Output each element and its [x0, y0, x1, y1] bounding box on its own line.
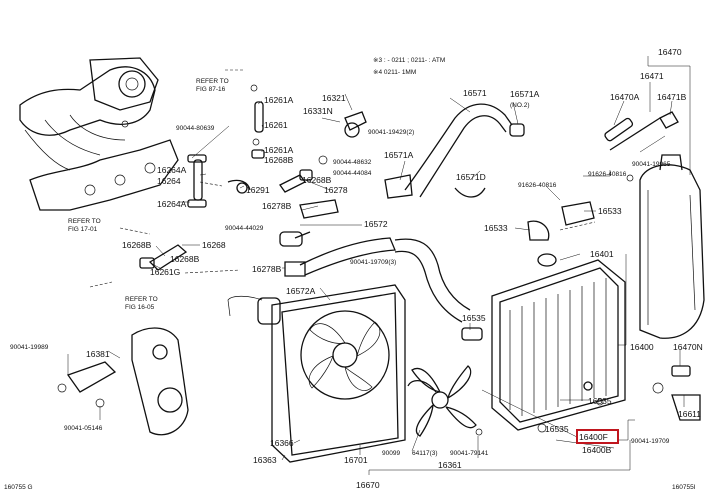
refer-note-3b: FIG 16-05 [125, 304, 155, 311]
service-part-labels: 90044-80639 90041-19429(2) 90044-48632 9… [10, 125, 671, 457]
fan-blade-drawing [407, 365, 477, 437]
part-labels: 16470 16471 16470A 16471B 16571 16571A (… [86, 47, 703, 490]
label-16268[interactable]: 16268 [202, 240, 226, 250]
label-16261A-2[interactable]: 16261A [264, 145, 294, 155]
label-16268B-4[interactable]: 16268B [170, 254, 200, 264]
upper-radiator-hose-drawing [384, 103, 525, 199]
radiator-drawing [491, 201, 626, 431]
label-90044-44084[interactable]: 90044-44084 [333, 170, 372, 177]
label-16533-1[interactable]: 16533 [598, 206, 622, 216]
label-16571[interactable]: 16571 [463, 88, 487, 98]
label-16361[interactable]: 16361 [438, 460, 462, 470]
label-90041-19709[interactable]: 90041-19709 [631, 438, 670, 445]
reference-dashes [89, 69, 596, 288]
leader-lines [67, 56, 691, 475]
label-16400B[interactable]: 16400B [582, 445, 612, 455]
note-no2: (NO.2) [510, 102, 530, 109]
refer-note-2a: REFER TO [68, 218, 101, 225]
label-91626-40816b[interactable]: 91626-40816 [588, 171, 627, 178]
label-16401[interactable]: 16401 [590, 249, 614, 259]
label-16261[interactable]: 16261 [264, 120, 288, 130]
fan-shroud-drawing [227, 284, 406, 463]
label-90041-19989[interactable]: 90041-19989 [10, 344, 49, 351]
engine-manifold-drawing [19, 57, 179, 211]
label-16533-2[interactable]: 16533 [484, 223, 508, 233]
label-16381[interactable]: 16381 [86, 349, 110, 359]
label-16264A-1[interactable]: 16264A [157, 165, 187, 175]
label-16264A-2[interactable]: 16264A [157, 199, 187, 209]
label-16535-3[interactable]: 16535 [545, 424, 569, 434]
label-16363[interactable]: 16363 [253, 455, 277, 465]
label-16321[interactable]: 16321 [322, 93, 346, 103]
label-16471[interactable]: 16471 [640, 71, 664, 81]
label-90044-80639[interactable]: 90044-80639 [176, 125, 215, 132]
label-16278[interactable]: 16278 [324, 185, 348, 195]
refer-note-2b: FIG 17-01 [68, 226, 98, 233]
label-16572A[interactable]: 16572A [286, 286, 316, 296]
label-16268B-2[interactable]: 16268B [302, 175, 332, 185]
label-90041-05146[interactable]: 90041-05146 [64, 425, 103, 432]
label-16261A-1[interactable]: 16261A [264, 95, 294, 105]
reservoir-tank-drawing [604, 111, 705, 421]
label-16571A-2[interactable]: 16571A [384, 150, 414, 160]
fasteners-drawing [250, 84, 664, 436]
label-90041-19709-3[interactable]: 90041-19709(3) [350, 259, 396, 266]
label-16470A[interactable]: 16470A [610, 92, 640, 102]
label-16470[interactable]: 16470 [658, 47, 682, 57]
highlight-box-16400F [576, 429, 619, 444]
label-90041-19965[interactable]: 90041-19965 [632, 161, 671, 168]
label-16535-1[interactable]: 16535 [462, 313, 486, 323]
label-16278B-2[interactable]: 16278B [252, 264, 282, 274]
label-16611[interactable]: 16611 [678, 409, 701, 419]
label-16261G[interactable]: 16261G [150, 267, 180, 277]
fan-bracket-drawing [57, 327, 189, 436]
label-16268B-3[interactable]: 16268B [122, 240, 152, 250]
label-16291[interactable]: 16291 [246, 185, 270, 195]
refer-note-1b: FIG 87-16 [196, 86, 226, 93]
label-16670[interactable]: 16670 [356, 480, 380, 490]
label-16571D[interactable]: 16571D [456, 172, 486, 182]
label-16400F[interactable]: 16400F [579, 432, 608, 442]
legend-line-2: ※4 0211- 1MM [373, 69, 416, 76]
label-16572[interactable]: 16572 [364, 219, 388, 229]
label-91626-40816[interactable]: 91626-40816 [518, 182, 557, 189]
label-16535-2[interactable]: 16535 [588, 396, 612, 406]
label-16331N[interactable]: 16331N [303, 106, 333, 116]
heater-hoses-drawing [139, 101, 396, 277]
figure-code-left: 160755 G [4, 484, 33, 491]
legend-line-1: ※3 : - 0211 ; 0211- : ATM [373, 57, 445, 64]
refer-note-1a: REFER TO [196, 78, 229, 85]
label-16268B-1[interactable]: 16268B [264, 155, 294, 165]
refer-note-3a: REFER TO [125, 296, 158, 303]
label-90099[interactable]: 90099 [382, 450, 400, 457]
label-16400[interactable]: 16400 [630, 342, 654, 352]
figure-code-right: 160755I [672, 484, 696, 491]
label-64117[interactable]: 64117(3) [412, 450, 438, 457]
label-90044-48632[interactable]: 90044-48632 [333, 159, 372, 166]
label-16471B[interactable]: 16471B [657, 92, 687, 102]
label-90041-79141[interactable]: 90041-79141 [450, 450, 489, 457]
reference-notes: REFER TO FIG 87-16 REFER TO FIG 17-01 RE… [4, 57, 696, 491]
lower-radiator-hose-drawing [394, 238, 483, 341]
label-16470N[interactable]: 16470N [673, 342, 703, 352]
label-16264[interactable]: 16264 [157, 176, 181, 186]
label-16366[interactable]: 16366 [270, 438, 294, 448]
label-16571A-1[interactable]: 16571A [510, 89, 540, 99]
label-16701[interactable]: 16701 [344, 455, 368, 465]
label-90044-44029[interactable]: 90044-44029 [225, 225, 264, 232]
label-16278B[interactable]: 16278B [262, 201, 292, 211]
label-90041-19429[interactable]: 90041-19429(2) [368, 129, 414, 136]
